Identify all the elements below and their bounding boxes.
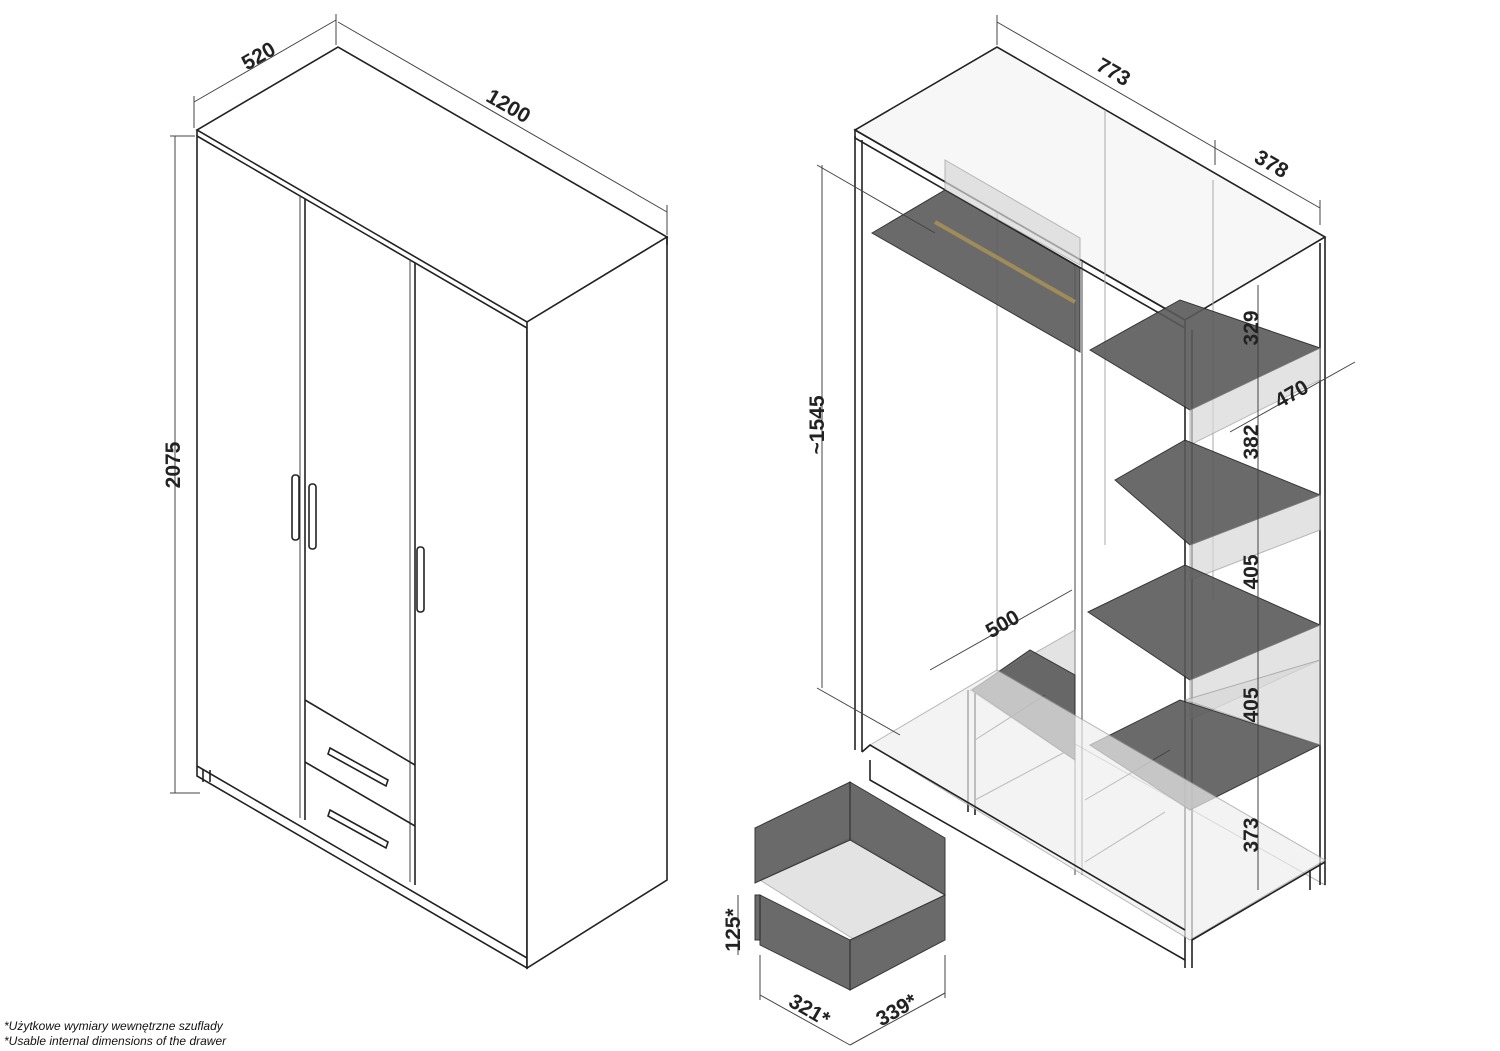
closed-wardrobe [170,14,669,970]
drawer-line [304,699,416,766]
dim-shelf: 329 [1240,310,1263,345]
dim-hanging-height: ~1545 [806,395,829,454]
drawer-detail [737,781,947,1046]
dim-height: 2075 [162,441,185,488]
dim-drawer-width: 339* [872,989,922,1031]
drawer-handle [327,746,389,788]
dim-drawer-depth: 321* [785,990,835,1032]
note-polish: *Użytkowe wymiary wewnętrzne szuflady [4,1019,223,1033]
dim-shelf: 405 [1240,554,1263,589]
drawer-line [304,761,416,827]
dim-shelf: 373 [1240,817,1263,852]
dim-width: 1200 [482,85,534,128]
dim-shelf: 382 [1240,424,1263,459]
open-top [853,46,1327,321]
dim-shelf: 405 [1240,687,1263,722]
hanging-shelf [871,189,1081,353]
dim-right-width: 378 [1250,146,1292,184]
dim-left-width: 773 [1092,54,1134,91]
wardrobe-side [526,235,668,970]
dim-depth: 520 [238,38,280,75]
note-english: *Usable internal dimensions of the drawe… [4,1034,227,1048]
drawer-handle [327,808,389,850]
door-handle [291,474,300,541]
open-wardrobe [816,15,1356,968]
door-handle [416,546,425,613]
door-handle [308,483,317,550]
hanging-rail [934,220,1076,304]
dim-drawer-height: 125* [722,908,745,952]
